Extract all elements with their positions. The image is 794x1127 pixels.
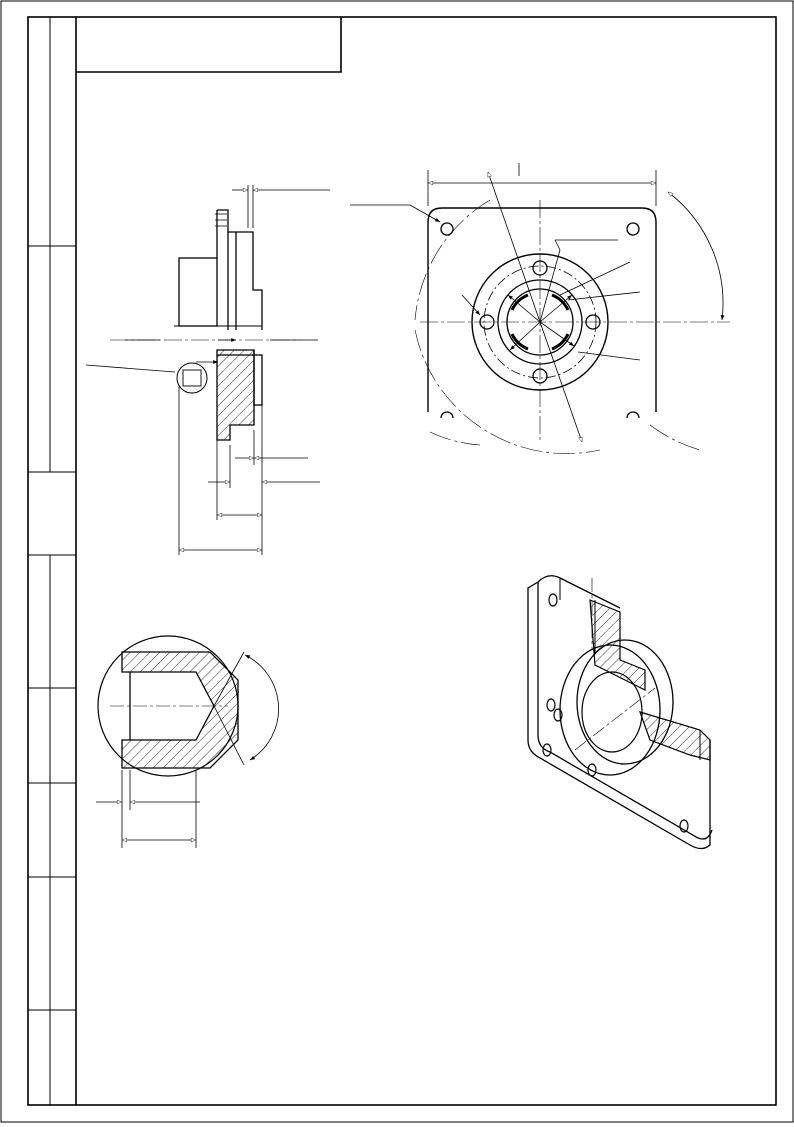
front-view	[350, 163, 730, 454]
side-section-view	[85, 209, 318, 441]
title-block-top	[76, 17, 342, 73]
detail-view	[96, 635, 279, 848]
side-section-dimensions	[178, 185, 330, 555]
isometric-cutaway-view	[527, 575, 713, 850]
